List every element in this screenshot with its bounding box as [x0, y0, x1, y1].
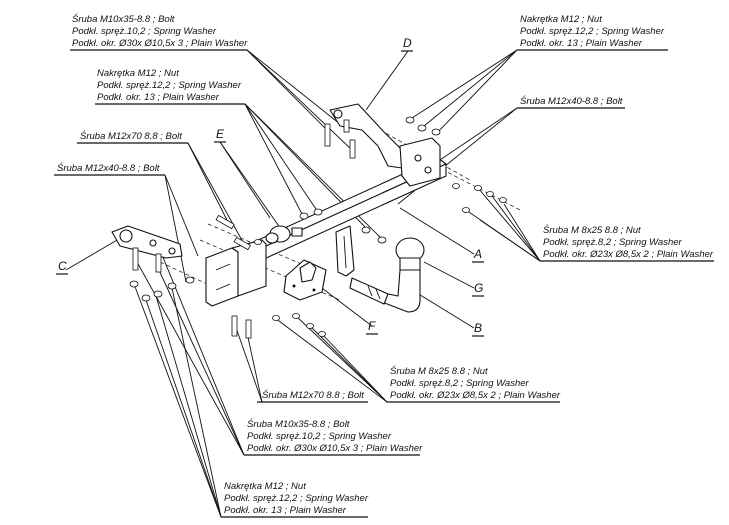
- callout-top-left-bolt: Śruba M10x35-8.8 ; Bolt Podkł. spręż.10,…: [70, 13, 248, 51]
- svg-text:B: B: [474, 321, 482, 335]
- callout-bottom-nut-m12: Nakrętka M12 ; Nut Podkł. spręż.12,2 ; S…: [221, 481, 369, 518]
- callout-line: Nakrętka M12 ; Nut: [97, 68, 179, 79]
- left-bracket: [111, 225, 183, 259]
- callout-line: Nakrętka M12 ; Nut: [224, 481, 306, 492]
- callout-line: Nakrętka M12 ; Nut: [520, 14, 602, 25]
- callout-line: Podkł. spręż.10,2 ; Spring Washer: [72, 26, 217, 37]
- callout-bottom-bolt-m10x35: Śruba M10x35-8.8 ; Bolt Podkł. spręż.10,…: [244, 418, 423, 456]
- callout-mid-left-nut: Nakrętka M12 ; Nut Podkł. spręż.12,2 ; S…: [95, 68, 245, 105]
- callout-top-right-nut: Nakrętka M12 ; Nut Podkł. spręż.12,2 ; S…: [517, 14, 668, 51]
- tow-ball: [349, 237, 425, 313]
- callout-line: Podkł. spręż.12,2 ; Spring Washer: [224, 493, 369, 504]
- callout-line: Podkł. spręż.12,2 ; Spring Washer: [520, 26, 665, 37]
- callout-line: Śruba M12x70 8.8 ; Bolt: [262, 389, 364, 401]
- callout-line: Podkł. spręż.12,2 ; Spring Washer: [97, 80, 242, 91]
- callout-line: Podkł. okr. Ø23x Ø8,5x 2 ; Plain Washer: [390, 390, 561, 401]
- svg-text:G: G: [474, 281, 483, 295]
- callout-center-bolt-m12x70: Śruba M12x70 8.8 ; Bolt: [257, 389, 368, 403]
- callout-line: Podkł. okr. Ø30x Ø10,5x 3 ; Plain Washer: [72, 38, 248, 49]
- svg-text:D: D: [403, 36, 412, 50]
- hitch-support: [335, 225, 355, 277]
- callout-right-bolt-m12x40: Śruba M12x40-8.8 ; Bolt: [517, 95, 625, 109]
- center-mount: [265, 225, 303, 244]
- svg-text:E: E: [216, 127, 225, 141]
- callout-line: Podkł. okr. 13 ; Plain Washer: [520, 38, 643, 49]
- part-letter-g: G: [423, 261, 484, 297]
- callout-line: Podkł. okr. Ø23x Ø8,5x 2 ; Plain Washer: [543, 249, 714, 260]
- part-letter-d: D: [365, 36, 413, 111]
- callout-line: Podkł. okr. 13 ; Plain Washer: [224, 505, 347, 516]
- socket-plate: [283, 259, 327, 301]
- callout-center-bolt-m8x25: Śruba M 8x25 8.8 ; Nut Podkł. spręż.8,2 …: [387, 365, 561, 403]
- svg-text:C: C: [58, 259, 67, 273]
- callout-line: Śruba M10x35-8.8 ; Bolt: [247, 418, 350, 430]
- callout-right-bolt-m8x25: Śruba M 8x25 8.8 ; Nut Podkł. spręż.8,2 …: [540, 224, 714, 262]
- svg-text:A: A: [473, 247, 482, 261]
- callout-line: Śruba M 8x25 8.8 ; Nut: [543, 224, 641, 236]
- callout-line: Śruba M12x70 8.8 ; Bolt: [80, 130, 182, 142]
- part-letter-a: A: [399, 207, 484, 263]
- part-letter-e: E: [214, 127, 226, 143]
- fasteners: [129, 116, 507, 339]
- callout-line: Podkł. spręż.10,2 ; Spring Washer: [247, 431, 392, 442]
- callout-line: Podkł. spręż.8,2 ; Spring Washer: [390, 378, 530, 389]
- callout-line: Śruba M12x40-8.8 ; Bolt: [520, 95, 623, 107]
- callout-line: Podkł. spręż.8,2 ; Spring Washer: [543, 237, 683, 248]
- left-end-plate: [205, 239, 267, 307]
- callout-line: Śruba M10x35-8.8 ; Bolt: [72, 13, 175, 25]
- callout-left-bolt-m12x40: Śruba M12x40-8.8 ; Bolt: [54, 162, 165, 176]
- part-letter-c: C: [56, 235, 125, 275]
- callout-line: Podkł. okr. 13 ; Plain Washer: [97, 92, 220, 103]
- callout-line: Śruba M12x40-8.8 ; Bolt: [57, 162, 160, 174]
- part-letter-b: B: [411, 289, 484, 337]
- callout-left-bolt-m12x70: Śruba M12x70 8.8 ; Bolt: [77, 130, 188, 144]
- callout-line: Śruba M 8x25 8.8 ; Nut: [390, 365, 488, 377]
- callout-line: Podkł. okr. Ø30x Ø10,5x 3 ; Plain Washer: [247, 443, 423, 454]
